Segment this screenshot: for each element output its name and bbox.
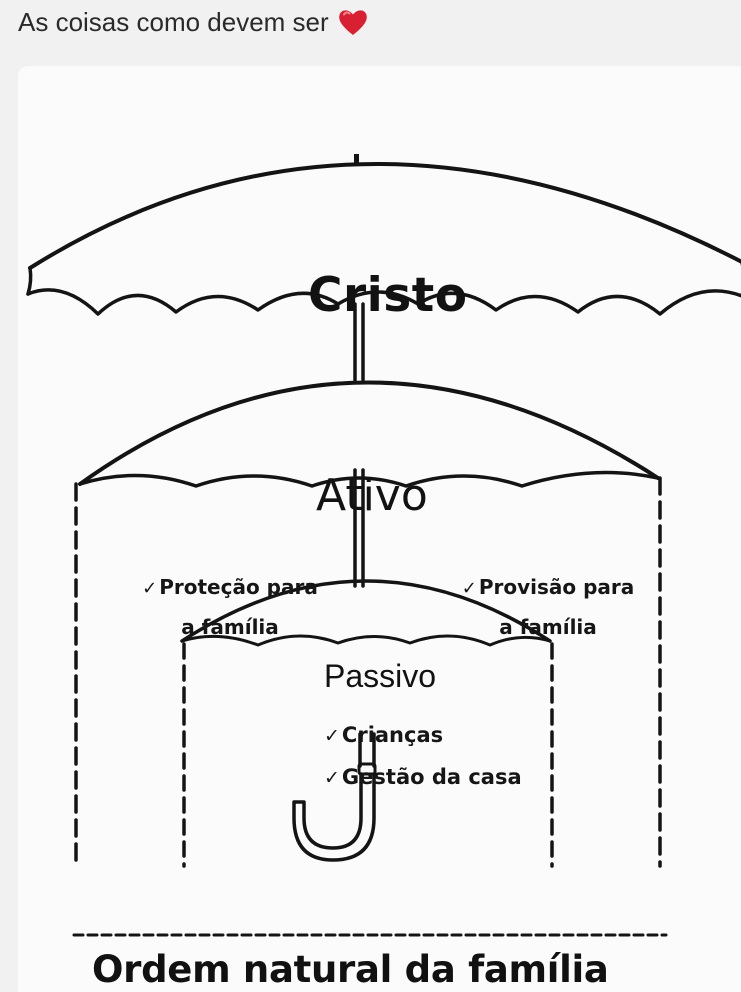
post-caption: As coisas como devem ser	[18, 2, 369, 42]
cristo-label: Cristo	[308, 268, 468, 323]
check-icon: ✓	[324, 725, 340, 747]
heart-emoji-icon	[338, 10, 367, 35]
middle-umbrella-shape	[74, 380, 662, 868]
provision-line-2: a família	[499, 615, 597, 639]
provision-note: ✓Provisão para a família	[448, 568, 648, 646]
children-item: ✓Crianças	[324, 714, 443, 757]
diagram-title: Ordem natural da família	[92, 948, 609, 991]
small-umbrella-shape	[180, 579, 554, 868]
umbrella-diagram	[26, 154, 741, 937]
check-icon: ✓	[461, 578, 477, 599]
check-icon: ✓	[142, 578, 158, 599]
household-text: Gestão da casa	[341, 765, 522, 789]
protection-line-1: Proteção para	[159, 575, 318, 599]
umbrella-shaft	[353, 302, 365, 588]
provision-line-1: Provisão para	[478, 575, 635, 599]
protection-note: ✓Proteção para a família	[130, 568, 330, 646]
children-text: Crianças	[341, 723, 444, 747]
umbrella-handle	[292, 732, 377, 862]
passivo-label: Passivo	[324, 658, 437, 694]
ativo-label: Ativo	[316, 470, 428, 521]
caption-text: As coisas como devem ser	[18, 6, 329, 37]
check-icon: ✓	[324, 767, 340, 789]
protection-line-2: a família	[181, 615, 279, 639]
household-item: ✓Gestão da casa	[324, 756, 522, 799]
big-umbrella-shape	[26, 154, 741, 316]
diagram-image[interactable]: Cristo Ativo ✓Proteção para a família ✓P…	[18, 66, 741, 992]
